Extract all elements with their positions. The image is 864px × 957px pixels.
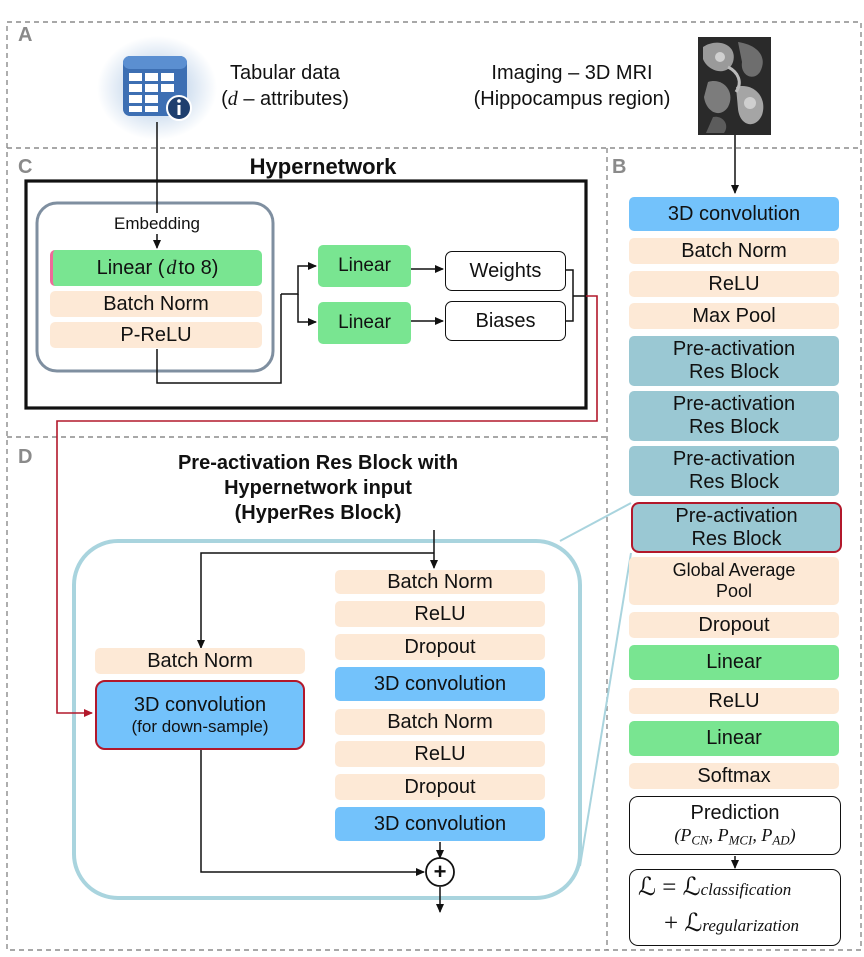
panel-label-c: C: [18, 156, 33, 178]
prediction-probabilities: (PCN, PMCI, PAD): [674, 825, 796, 848]
res-relu-2: ReLU: [335, 741, 545, 767]
tabular-data-label: Tabular data (d – attributes): [221, 62, 349, 110]
skip-batch-norm: Batch Norm: [95, 648, 305, 674]
embedding-label: Embedding: [92, 214, 222, 234]
loss-box: ℒ = ℒclassification + ℒregularization: [629, 869, 841, 946]
hyper-linear-top: Linear: [318, 245, 411, 287]
table-info-icon: [123, 56, 192, 121]
prediction-box: Prediction (PCN, PMCI, PAD): [629, 796, 841, 855]
mri-scan-thumbnail: [698, 37, 771, 135]
panel-label-a: A: [18, 24, 33, 46]
embedding-batch-norm: Batch Norm: [50, 291, 262, 317]
res-batch-norm-1: Batch Norm: [335, 570, 545, 594]
hypernetwork-frame: [24, 179, 588, 410]
pipeline-relu-2: ReLU: [629, 688, 839, 714]
zoom-lines: [559, 502, 632, 867]
pipeline-dropout: Dropout: [629, 612, 839, 638]
pipeline-batch-norm: Batch Norm: [629, 238, 839, 264]
biases-box: Biases: [445, 301, 566, 341]
pipeline-linear-1: Linear: [629, 645, 839, 680]
res-dropout-1: Dropout: [335, 634, 545, 660]
pipeline-max-pool: Max Pool: [629, 303, 839, 329]
pipeline-linear-2: Linear: [629, 721, 839, 756]
panel-frames: [6, 21, 862, 951]
sum-operator: +: [433, 859, 447, 884]
pipeline-softmax: Softmax: [629, 763, 839, 789]
skip-3d-convolution-downsample: 3D convolution (for down-sample): [95, 680, 305, 750]
res-3d-convolution-2: 3D convolution: [335, 807, 545, 841]
embedding-linear-layer: Linear (d to 8): [50, 250, 262, 286]
res-relu-1: ReLU: [335, 601, 545, 627]
embedding-frame: [35, 201, 275, 373]
panel-label-d: D: [18, 446, 33, 468]
res-3d-convolution-1: 3D convolution: [335, 667, 545, 701]
embedding-prelu: P-ReLU: [50, 322, 262, 348]
hyperres-frame: [72, 539, 582, 900]
weights-box: Weights: [445, 251, 566, 291]
hyperres-title: Pre-activation Res Block with Hypernetwo…: [177, 452, 459, 524]
res-batch-norm-2: Batch Norm: [335, 709, 545, 735]
hypernetwork-title: Hypernetwork: [249, 154, 397, 179]
pipeline-3d-convolution: 3D convolution: [629, 197, 839, 231]
panel-label-b: B: [612, 156, 627, 178]
sum-circle: [425, 857, 455, 887]
pipeline-relu: ReLU: [629, 271, 839, 297]
res-dropout-2: Dropout: [335, 774, 545, 800]
imaging-label: Imaging – 3D MRI (Hippocampus region): [473, 62, 671, 110]
hyper-linear-bottom: Linear: [318, 302, 411, 344]
